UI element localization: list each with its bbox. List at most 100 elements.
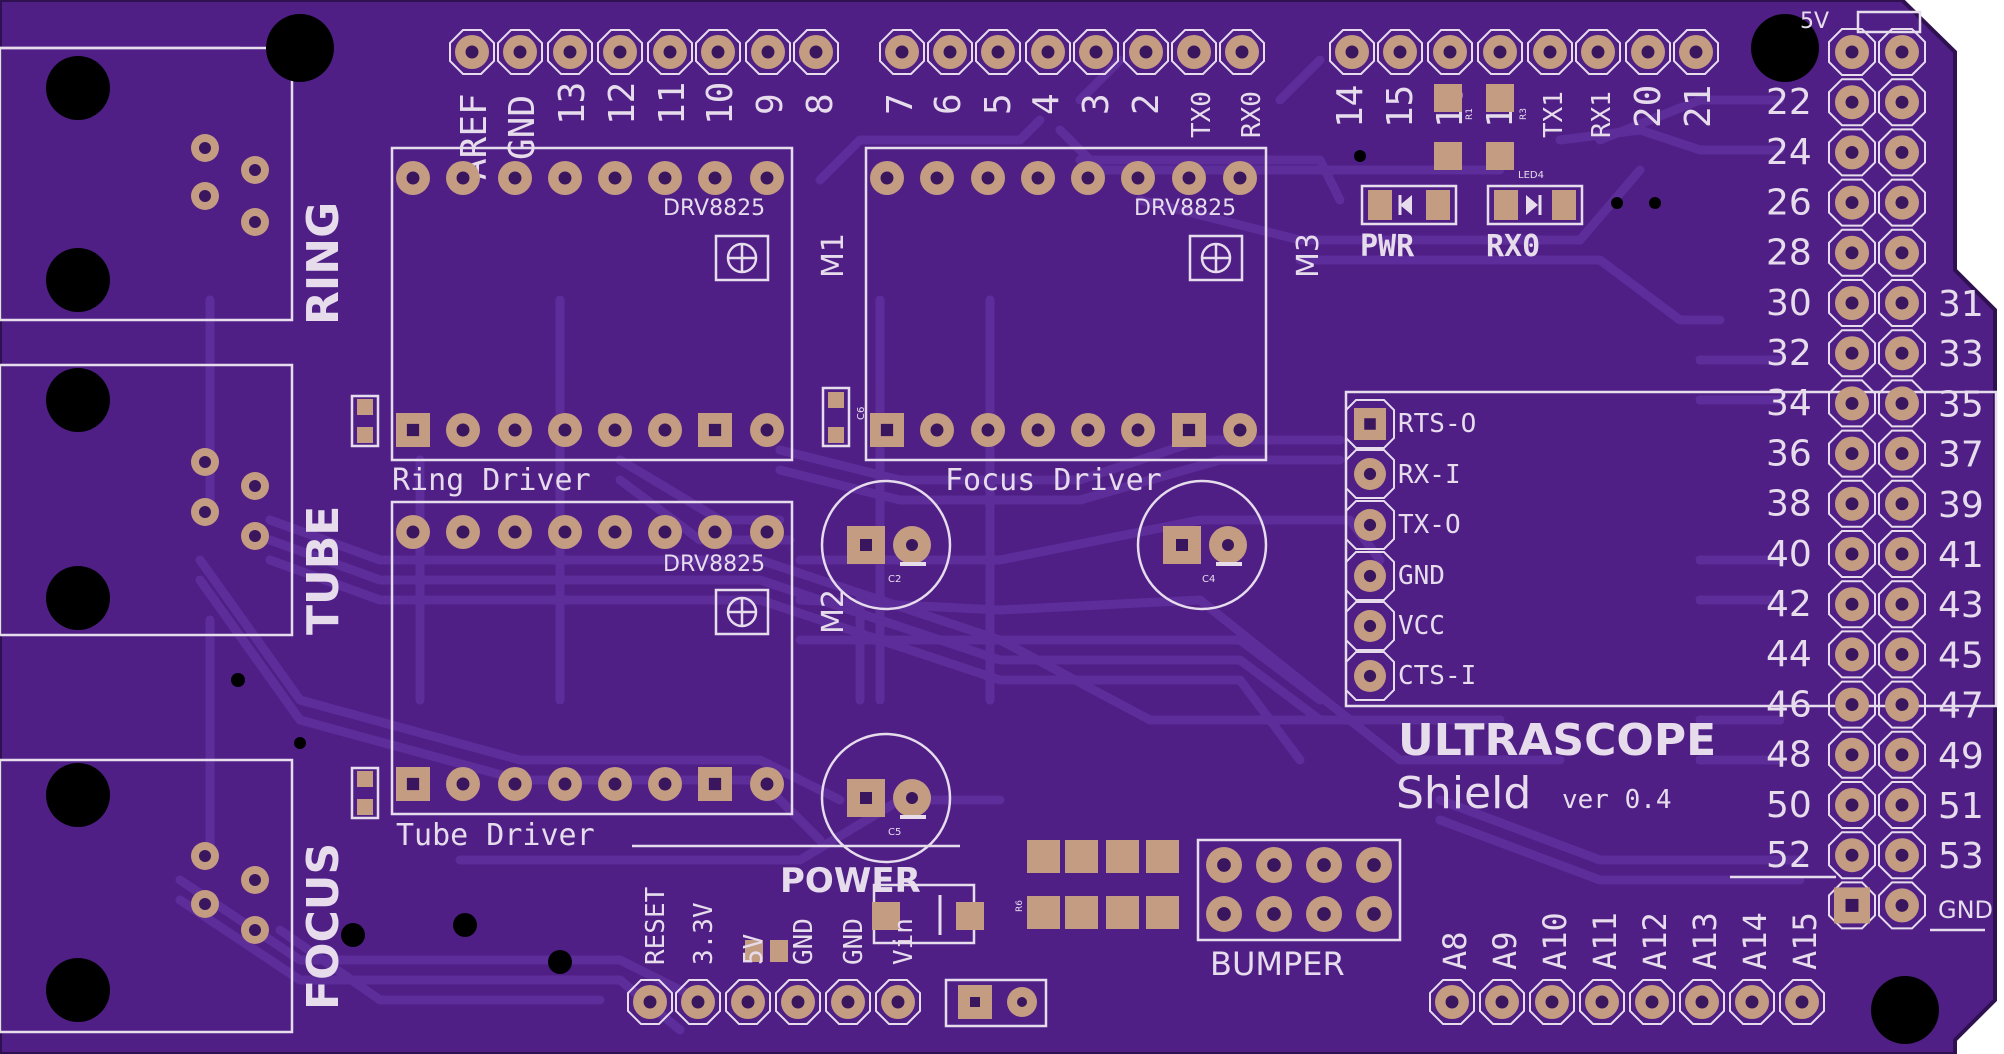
tube-top-pin-hole: [608, 525, 622, 539]
right-pin-outline: [1878, 580, 1926, 629]
right-pin-outline: [1878, 630, 1926, 679]
right-pin-outline: [1828, 630, 1876, 679]
focus-bottom-pin-hole: [1081, 423, 1095, 437]
analog-outline: [1729, 979, 1775, 1025]
right-pin-hole: [1895, 898, 1909, 912]
right-pin-hole: [1895, 145, 1909, 159]
power-outline: [825, 979, 871, 1025]
right-header-right-number: 37: [1938, 435, 1984, 476]
right-pin-hole: [1895, 848, 1909, 862]
right-header-left-number: 52: [1766, 835, 1812, 876]
right-pin-hole: [1895, 547, 1909, 561]
jack-tube: [0, 363, 294, 637]
header-top-mid: [879, 29, 1265, 75]
top-mid-outline: [1025, 29, 1071, 75]
top-labels-mid: 7 6 5 4 3 2 TX0 RX0: [880, 91, 1267, 138]
top-left-pin-hole: [761, 45, 775, 59]
right-pin-outline: [1828, 329, 1876, 378]
ring-bottom-pin-hole: [608, 423, 622, 437]
right-pin-hole: [1845, 748, 1859, 762]
right-pin-hole: [1895, 95, 1909, 109]
right-header-left-number: 44: [1766, 634, 1812, 675]
top-mid-outline: [1123, 29, 1169, 75]
resistor-array: [1027, 840, 1179, 929]
jumper-outline: [944, 978, 1048, 1028]
power-label-3v3: 3.3V: [689, 902, 719, 965]
driver-ring-module: DRV8825: [663, 196, 765, 221]
header-top-left: [449, 29, 839, 75]
top-mid-pin-hole: [1187, 45, 1201, 59]
right-pin-outline: [1828, 580, 1876, 629]
power-pin-hole: [841, 995, 855, 1009]
driver-tube-module: DRV8825: [663, 552, 765, 577]
serial-pin-hole: [1363, 619, 1377, 633]
top-right-outline: [1575, 29, 1621, 75]
analog-label-a10: A10: [1536, 912, 1574, 970]
right-header-left-number: 32: [1766, 333, 1812, 374]
top-right-outline: [1377, 29, 1423, 75]
top-mid-outline: [1073, 29, 1119, 75]
bumper-pin-hole: [1267, 907, 1281, 921]
tube-bottom-pin-hole: [760, 777, 774, 791]
analog-outline: [1679, 979, 1725, 1025]
right-pin-outline: [1828, 730, 1876, 779]
bumper-pin-hole: [1367, 858, 1381, 872]
right-pin-hole: [1845, 798, 1859, 812]
bumper-pin-hole: [1317, 858, 1331, 872]
pin-label-5: 5: [978, 93, 1019, 115]
top-mid-outline: [975, 29, 1021, 75]
pin-label-11: 11: [652, 82, 693, 125]
ring-top-pin-hole: [760, 171, 774, 185]
focus-bottom-pin-hole: [981, 423, 995, 437]
serial-label-vcc: VCC: [1398, 611, 1445, 641]
top-right-pin-hole: [1689, 45, 1703, 59]
focus-top-pin-hole: [930, 171, 944, 185]
right-pin-outline: [1878, 78, 1926, 127]
power-outline: [725, 979, 771, 1025]
serial-pin-outline: [1345, 601, 1395, 651]
right-pin-hole: [1895, 698, 1909, 712]
top-mid-pin-hole: [1089, 45, 1103, 59]
top-left-pin-hole: [613, 45, 627, 59]
driver-focus-module: DRV8825: [1134, 196, 1236, 221]
res-label-r1: R1: [1465, 108, 1475, 120]
right-pin-hole: [1845, 447, 1859, 461]
top-mid-pin-hole: [1041, 45, 1055, 59]
ring-bottom-pin-hole: [456, 423, 470, 437]
power-outline: [675, 979, 721, 1025]
tube-top-pin-hole: [456, 525, 470, 539]
serial-pin-hole: [1364, 418, 1376, 430]
right-header-left-number: 50: [1766, 785, 1812, 826]
right-pin-hole: [1845, 196, 1859, 210]
serial-label-gnd: GND: [1398, 561, 1445, 591]
analog-pin-hole: [1545, 995, 1559, 1009]
pin-label-5v: 5V: [1800, 9, 1829, 34]
right-pin-outline: [1828, 530, 1876, 578]
pin-label-rx1: RX1: [1587, 91, 1617, 138]
top-right-outline: [1527, 29, 1573, 75]
analog-pin-hole: [1745, 995, 1759, 1009]
driver-tube: [390, 500, 794, 816]
top-left-outline: [647, 29, 693, 75]
focus-top-pin-hole: [1031, 171, 1045, 185]
right-pin-outline: [1878, 279, 1926, 327]
right-pin-outline: [1878, 379, 1926, 428]
right-pin-hole: [1845, 547, 1859, 561]
pin-label-4: 4: [1026, 93, 1067, 115]
ring-bottom-pin-hole: [708, 423, 722, 437]
tube-bottom-pin-hole: [406, 777, 420, 791]
top-right-pin-hole: [1493, 45, 1507, 59]
right-pin-outline: [1878, 329, 1926, 378]
driver-ring: [390, 146, 794, 462]
right-pin-hole: [1895, 447, 1909, 461]
pin-label-gnd-right: GND: [1938, 896, 1993, 924]
res-label-r3: R3: [1519, 108, 1529, 120]
focus-bottom-pin-hole: [880, 423, 894, 437]
power-pin-hole: [741, 995, 755, 1009]
right-pin-outline: [1828, 831, 1876, 880]
ring-bottom-pin-hole: [508, 423, 522, 437]
pin-label-7: 7: [880, 93, 921, 115]
right-header-left-number: 28: [1766, 233, 1812, 274]
bumper-pin-hole: [1267, 858, 1281, 872]
jack-label-focus: FOCUS: [298, 843, 349, 1010]
